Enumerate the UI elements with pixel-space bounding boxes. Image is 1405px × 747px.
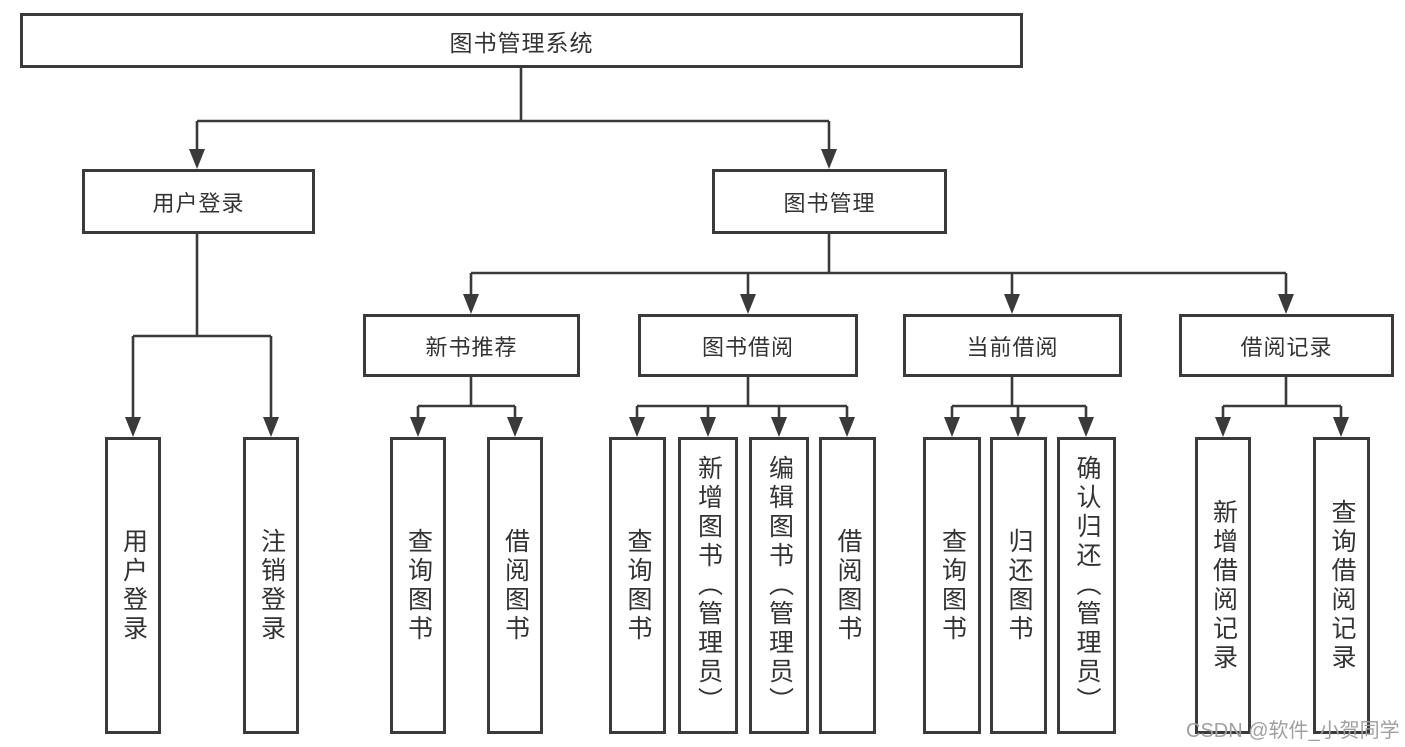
connector-root-split	[195, 68, 831, 151]
leaf-logout: 注销登录	[243, 437, 299, 734]
arrowhead	[629, 417, 645, 437]
leaf-label: 借阅图书	[834, 527, 862, 644]
arrowhead	[771, 417, 787, 437]
leaf-query-books-recommend: 查询图书	[390, 437, 446, 734]
arrowhead	[1004, 294, 1020, 314]
arrowhead	[410, 417, 426, 437]
node-label: 新书推荐	[425, 334, 518, 360]
node-label: 借阅记录	[1240, 334, 1333, 360]
leaf-label: 归还图书	[1005, 527, 1033, 644]
node-book-borrowing: 图书借阅	[638, 314, 858, 377]
node-book-management: 图书管理	[712, 169, 947, 234]
leaf-label: 查询图书	[938, 527, 967, 644]
connector-user-login-split	[131, 234, 273, 419]
leaf-query-borrow-record: 查询借阅记录	[1313, 437, 1370, 734]
arrowhead	[263, 417, 279, 437]
arrowhead	[740, 294, 756, 314]
arrowhead	[189, 149, 205, 169]
leaf-label: 借阅图书	[501, 527, 530, 644]
node-library-management-system: 图书管理系统	[20, 13, 1023, 68]
arrowhead	[944, 417, 960, 437]
leaf-borrow-books: 借阅图书	[819, 437, 876, 734]
arrowhead	[1333, 417, 1349, 437]
node-label: 图书管理	[783, 190, 876, 216]
node-user-login: 用户登录	[82, 169, 315, 234]
leaf-label: 用户登录	[119, 527, 148, 644]
arrowhead	[1278, 294, 1294, 314]
leaf-label: 注销登录	[257, 527, 286, 644]
arrowhead	[125, 417, 141, 437]
leaf-confirm-return-admin: 确认归还（管理员）	[1057, 437, 1116, 734]
leaf-label: 查询图书	[624, 527, 652, 644]
leaf-label: 查询图书	[404, 527, 433, 644]
leaf-label: 确认归还（管理员）	[1073, 455, 1101, 716]
arrowhead	[1010, 417, 1026, 437]
connector-records-split	[1221, 377, 1343, 419]
arrowhead	[463, 294, 479, 314]
connector-recommend-split	[416, 377, 517, 419]
leaf-add-books-admin: 新增图书（管理员）	[678, 437, 738, 734]
node-current-borrowing: 当前借阅	[903, 314, 1122, 377]
node-label: 当前借阅	[966, 334, 1059, 360]
connector-current-split	[950, 377, 1088, 419]
leaf-label: 新增图书（管理员）	[694, 455, 723, 716]
node-borrowing-records: 借阅记录	[1179, 314, 1394, 377]
arrowhead	[1078, 417, 1094, 437]
node-label: 图书借阅	[701, 334, 794, 360]
node-label: 用户登录	[152, 190, 245, 216]
leaf-query-books-current: 查询图书	[923, 437, 981, 734]
connector-borrowing-split	[635, 377, 849, 419]
leaf-user-login: 用户登录	[105, 437, 161, 734]
node-new-book-recommend: 新书推荐	[363, 314, 580, 377]
leaf-return-books: 归还图书	[990, 437, 1047, 734]
leaf-borrow-books-recommend: 借阅图书	[487, 437, 543, 734]
leaf-label: 编辑图书（管理员）	[765, 455, 794, 716]
leaf-label: 查询借阅记录	[1328, 498, 1356, 673]
leaf-add-borrow-record: 新增借阅记录	[1195, 437, 1251, 734]
leaf-edit-books-admin: 编辑图书（管理员）	[749, 437, 809, 734]
arrowhead	[507, 417, 523, 437]
arrowhead	[700, 417, 716, 437]
leaf-query-books-borrowing: 查询图书	[609, 437, 666, 734]
node-label: 图书管理系统	[449, 29, 594, 56]
arrowhead	[1215, 417, 1231, 437]
arrowhead	[821, 149, 837, 169]
connector-book-mgmt-split	[469, 234, 1288, 296]
watermark: CSDN @软件_小贺同学	[1186, 720, 1400, 742]
leaf-label: 新增借阅记录	[1209, 498, 1238, 673]
arrowhead	[839, 417, 855, 437]
